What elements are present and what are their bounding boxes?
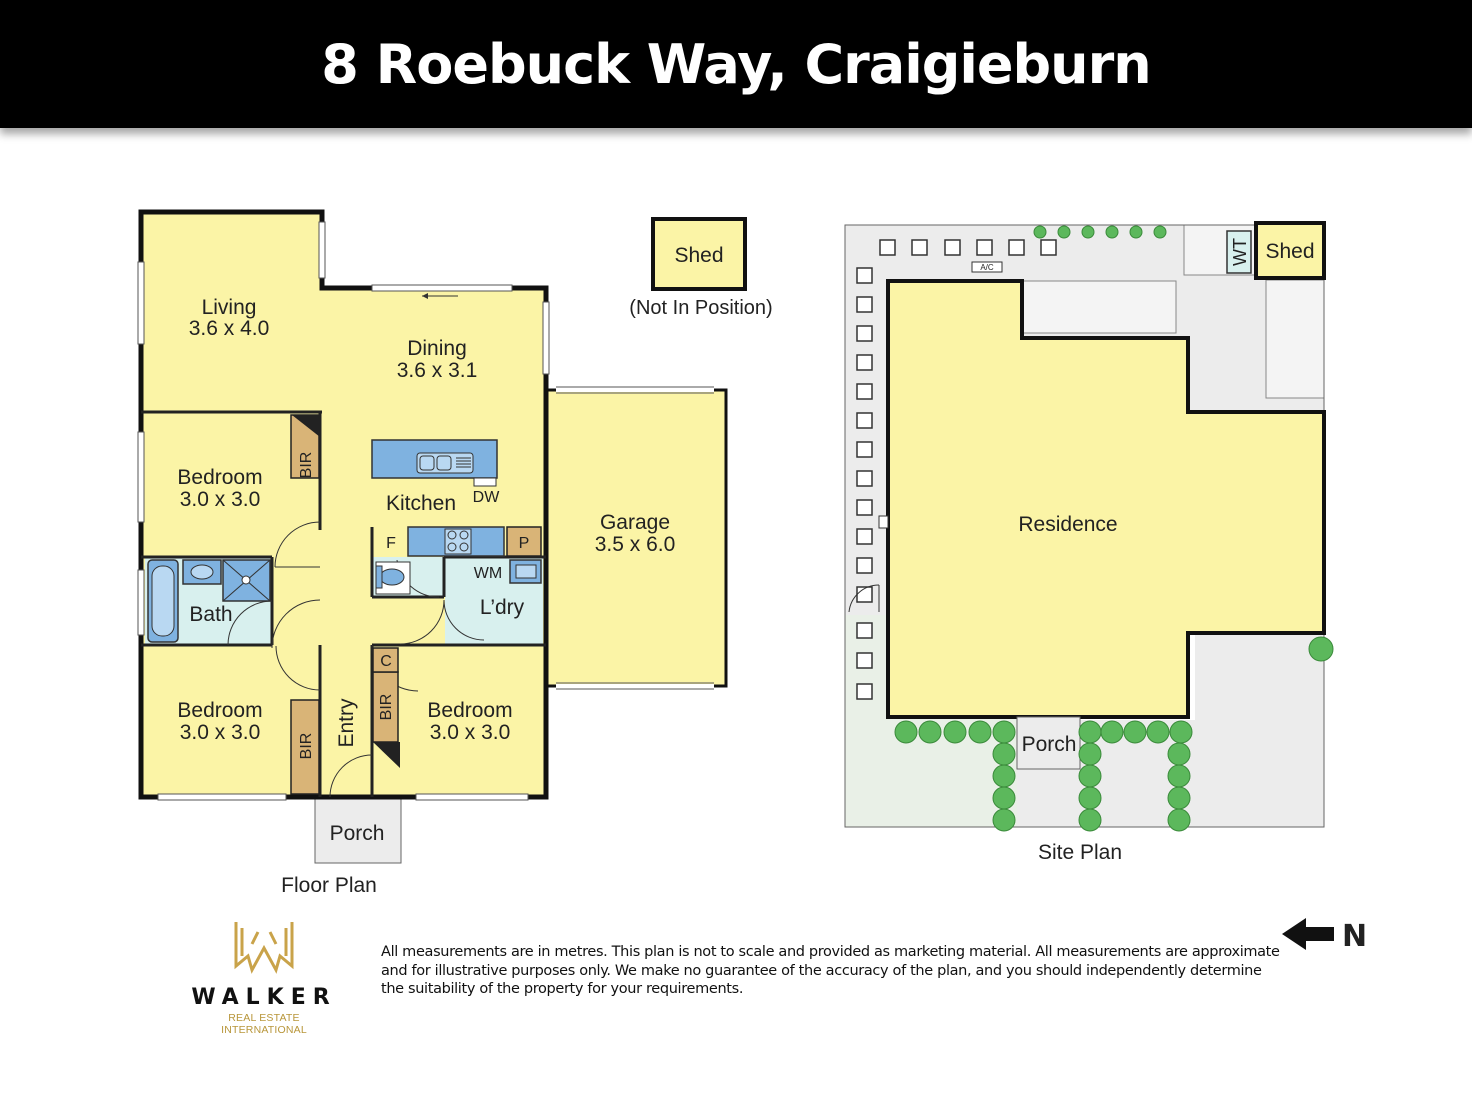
pantry <box>506 526 542 557</box>
bath-label: Bath <box>189 603 232 626</box>
cupboard-label: C <box>380 653 392 670</box>
windows <box>137 221 550 801</box>
residence-label: Residence <box>1018 513 1117 536</box>
living-dims: 3.6 x 4.0 <box>189 317 270 340</box>
house-footprint <box>141 212 546 797</box>
bedroom-dims: 3.0 x 3.0 <box>180 721 261 744</box>
wm-label: WM <box>474 565 502 582</box>
garage-label: Garage <box>600 511 670 534</box>
bedroom-label: Bedroom <box>177 699 262 722</box>
ac-unit <box>971 261 1003 273</box>
bedroom-dims: 3.0 x 3.0 <box>430 721 511 744</box>
ac-label: A/C <box>980 263 994 272</box>
site-porch <box>1016 716 1081 770</box>
porch-area <box>314 796 402 864</box>
north-label: N <box>1342 919 1367 954</box>
bir-label: BIR <box>298 733 315 760</box>
pavers <box>856 239 1057 700</box>
dining-dims: 3.6 x 3.1 <box>397 359 478 382</box>
bedroom-label: Bedroom <box>177 466 262 489</box>
site-plan-caption: Site Plan <box>1038 841 1122 864</box>
fridge-label: F <box>386 535 396 552</box>
residence-footprint <box>886 279 1326 719</box>
garage-dims: 3.5 x 6.0 <box>595 533 676 556</box>
kitchen-label: Kitchen <box>386 492 456 515</box>
entry-label: Entry <box>335 698 358 748</box>
shrubs <box>894 225 1334 832</box>
brand-tagline: REAL ESTATE INTERNATIONAL <box>221 1012 307 1036</box>
water-tank-label: WT <box>1230 238 1250 266</box>
walker-logo-icon <box>234 922 294 974</box>
water-tank <box>1226 230 1252 274</box>
porch-label: Porch <box>330 822 385 845</box>
disclaimer-text: All measurements are in metres. This pla… <box>381 944 1280 997</box>
cupboard <box>372 647 399 673</box>
dw-label: DW <box>473 489 501 506</box>
bir-cabinet <box>372 671 399 743</box>
shed-note: (Not In Position) <box>629 297 772 319</box>
brand-name: WALKER <box>191 985 337 1010</box>
site-shed <box>1254 221 1326 280</box>
living-label: Living <box>202 296 257 319</box>
bir-cabinet <box>290 699 320 795</box>
header-bar: 8 Roebuck Way, Craigieburn <box>0 0 1472 128</box>
bedroom-dims: 3.0 x 3.0 <box>180 488 261 511</box>
site-shed-label: Shed <box>1265 240 1314 263</box>
north-arrow-icon: N <box>1282 918 1367 954</box>
bedroom-label: Bedroom <box>427 699 512 722</box>
site-porch-label: Porch <box>1022 733 1077 756</box>
shed-box <box>651 217 747 291</box>
bir-label: BIR <box>378 694 395 721</box>
bir-label: BIR <box>298 452 315 479</box>
dining-label: Dining <box>407 337 467 360</box>
floor-plan-caption: Floor Plan <box>281 874 377 897</box>
shed-label: Shed <box>674 244 723 267</box>
pantry-label: P <box>519 535 530 552</box>
laundry-label: L’dry <box>480 596 525 619</box>
page-title: 8 Roebuck Way, Craigieburn <box>321 32 1151 96</box>
